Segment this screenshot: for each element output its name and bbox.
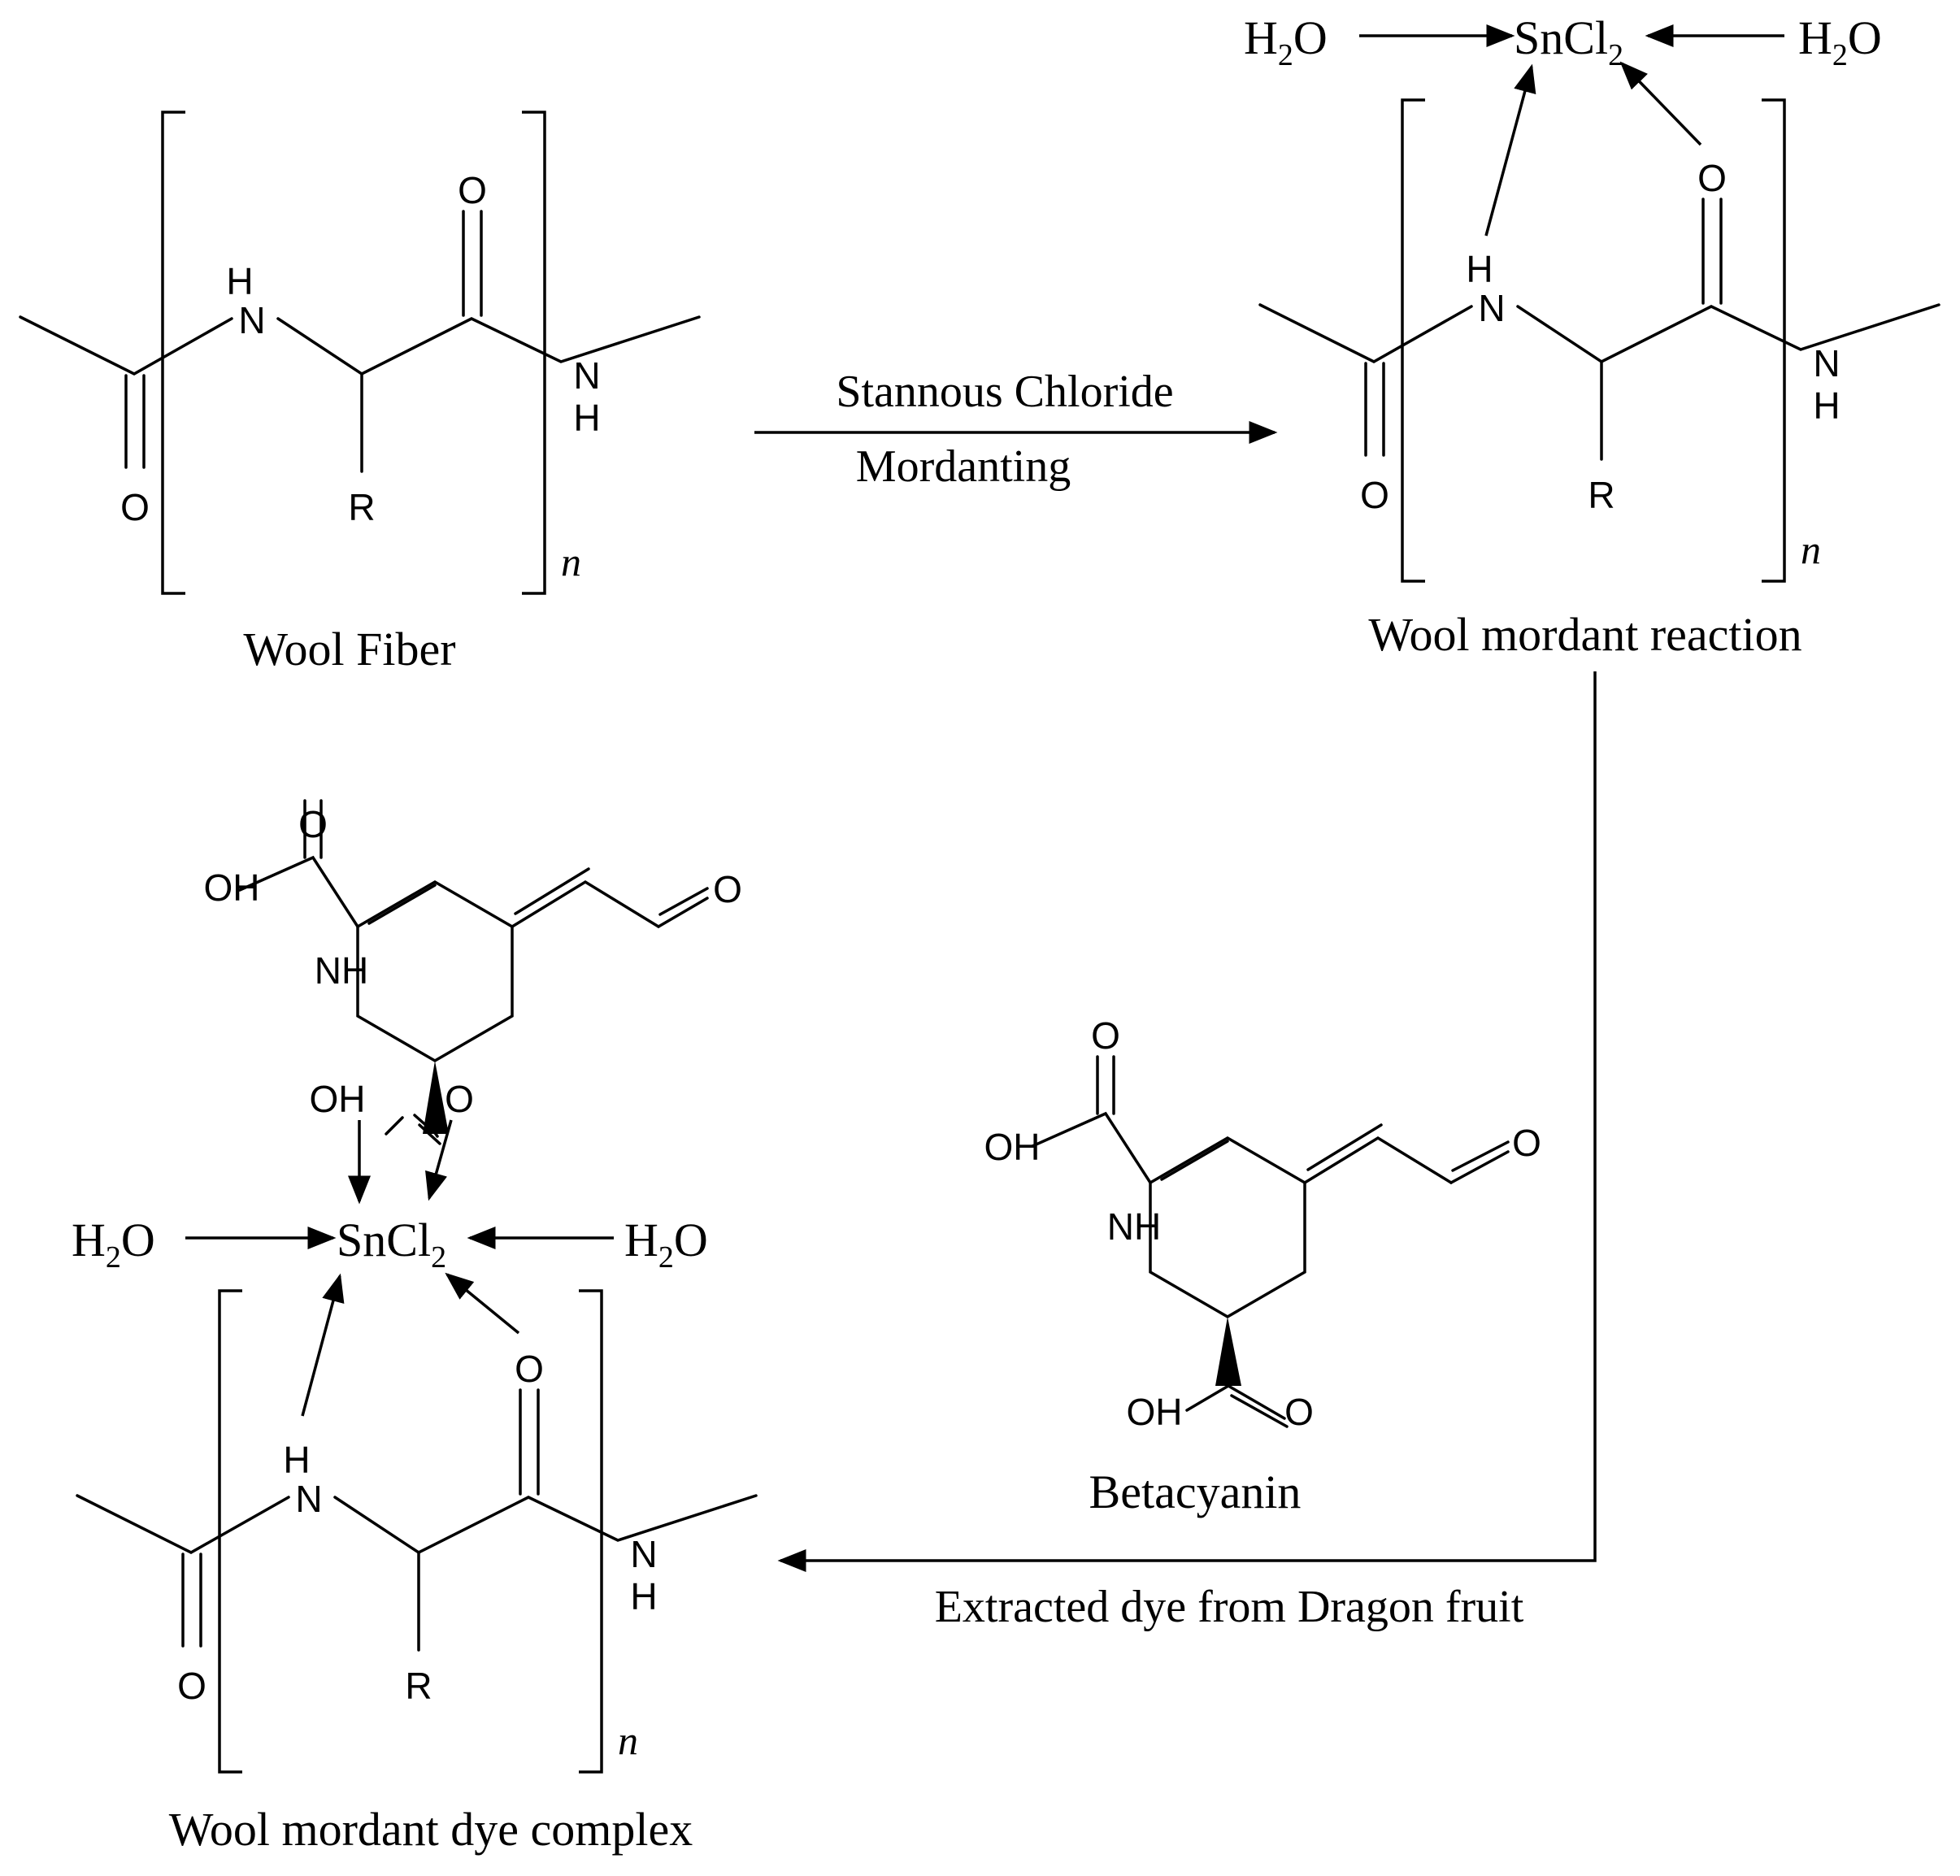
dye-ligand-structure: O OH O NH OH O bbox=[204, 799, 742, 1138]
label-betacyanin: Betacyanin bbox=[1089, 1466, 1302, 1518]
atom-o-lower: O bbox=[120, 486, 150, 528]
betacyanin-oh-bottom: OH bbox=[1127, 1391, 1183, 1433]
svg-text:N: N bbox=[630, 1533, 657, 1575]
reagent-stannous-chloride: Stannous Chloride bbox=[836, 367, 1173, 417]
svg-text:H: H bbox=[630, 1575, 657, 1618]
svg-text:R: R bbox=[405, 1665, 432, 1707]
repeat-subscript-n: n bbox=[561, 539, 581, 584]
label-wool-mordant-dye-complex: Wool mordant dye complex bbox=[169, 1803, 693, 1856]
water-right: H2O bbox=[1798, 11, 1882, 72]
svg-text:N: N bbox=[1478, 287, 1505, 329]
svg-text:n: n bbox=[1801, 527, 1821, 572]
process-mordanting: Mordanting bbox=[856, 441, 1071, 492]
wool-dye-complex-structure: H N O N H O R n bbox=[76, 1289, 758, 1774]
wool-mordant-structure: H N O N H O R n bbox=[1258, 98, 1940, 583]
water-left: H2O bbox=[1244, 11, 1328, 72]
betacyanin-oh-left: OH bbox=[984, 1126, 1041, 1168]
dye-o-aldehyde: O bbox=[713, 868, 742, 910]
atom-r-sidechain: R bbox=[348, 486, 375, 528]
svg-text:n: n bbox=[618, 1717, 638, 1763]
label-wool-mordant-reaction: Wool mordant reaction bbox=[1368, 608, 1801, 661]
metal-sncl2-bottom: SnCl2 bbox=[337, 1214, 446, 1275]
svg-text:O: O bbox=[1360, 474, 1389, 516]
wool-fiber-structure: H N O N H O R n bbox=[19, 111, 701, 595]
betacyanin-nh: NH bbox=[1107, 1205, 1161, 1248]
betacyanin-o-bottom: O bbox=[1284, 1391, 1314, 1433]
metal-sncl2: SnCl2 bbox=[1514, 11, 1623, 72]
dye-nh: NH bbox=[315, 949, 368, 992]
betacyanin-o-top: O bbox=[1091, 1014, 1120, 1057]
atom-h: H bbox=[226, 260, 253, 302]
sncl2-complex-top: SnCl2 H2O H2O bbox=[1244, 11, 1882, 237]
svg-text:O: O bbox=[177, 1665, 206, 1707]
svg-text:H: H bbox=[1813, 384, 1840, 427]
dye-o-top: O bbox=[298, 803, 328, 845]
atom-h-amide: H bbox=[573, 397, 600, 439]
svg-text:O: O bbox=[515, 1348, 544, 1390]
svg-text:R: R bbox=[1588, 474, 1615, 516]
label-wool-fiber: Wool Fiber bbox=[243, 623, 455, 675]
atom-n: N bbox=[238, 299, 265, 341]
reaction-step2-label: Extracted dye from Dragon fruit bbox=[935, 1582, 1524, 1632]
atom-n-amide: N bbox=[573, 354, 600, 397]
water-left-bottom: H2O bbox=[72, 1214, 155, 1275]
betacyanin-o-aldehyde: O bbox=[1512, 1122, 1541, 1164]
svg-text:O: O bbox=[1697, 157, 1727, 199]
atom-o-carbonyl: O bbox=[458, 169, 487, 211]
svg-text:H: H bbox=[283, 1439, 310, 1481]
dye-o-coord: O bbox=[445, 1078, 474, 1120]
svg-text:H: H bbox=[1466, 248, 1493, 290]
svg-text:N: N bbox=[295, 1478, 322, 1520]
svg-text:N: N bbox=[1813, 342, 1840, 384]
water-right-bottom: H2O bbox=[624, 1214, 708, 1275]
dye-oh-left: OH bbox=[204, 866, 260, 909]
sncl2-complex-bottom: SnCl2 H2O H2O bbox=[72, 1119, 708, 1417]
reaction-arrow-dye bbox=[777, 671, 1597, 1572]
dye-oh-coord: OH bbox=[310, 1078, 366, 1120]
betacyanin-structure: O OH O NH OH O bbox=[984, 1014, 1541, 1433]
